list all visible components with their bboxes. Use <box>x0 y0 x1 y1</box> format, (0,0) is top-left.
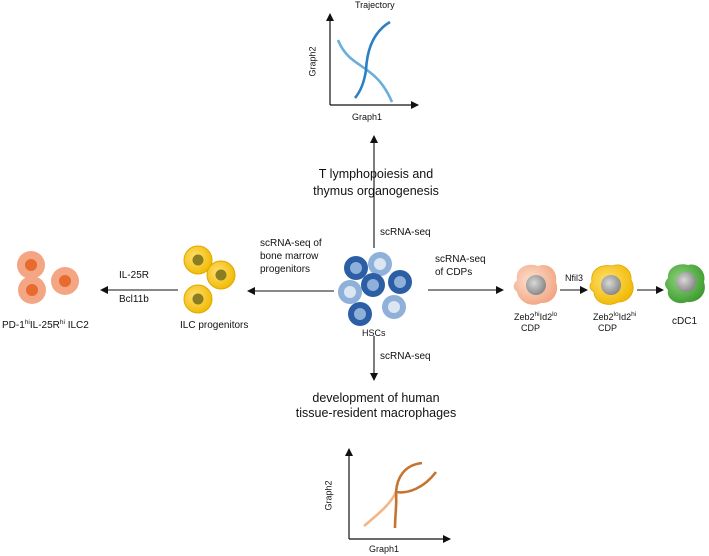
hsc-cell <box>361 273 385 297</box>
top-graph-xlabel: Graph1 <box>352 112 383 122</box>
ilc-progenitor-cell <box>183 245 213 275</box>
ilc2-label: PD-1hiIL-25Rhi ILC2 <box>2 319 89 331</box>
up-outcome-line2: thymus organogenesis <box>313 184 439 198</box>
ilc2-cell <box>18 276 46 304</box>
ilc-progenitors-label: ILC progenitors <box>180 320 249 331</box>
hsc-label: HSCs <box>362 328 386 338</box>
cdp-zeb2hi-cell <box>513 264 558 305</box>
hsc-cell <box>338 280 362 304</box>
ilc2-cell <box>17 251 45 279</box>
left-method-line2: bone marrow <box>260 251 319 262</box>
down-outcome-line2: tissue-resident macrophages <box>295 406 457 420</box>
hsc-cell <box>382 295 406 319</box>
cdp-zeb2lo-line2: CDP <box>598 323 618 333</box>
top-graph-title: Trajectory <box>355 0 395 10</box>
cdc1-cell <box>665 264 705 304</box>
marker-bcl11b: Bcl11b <box>119 294 149 305</box>
right-method-line2: of CDPs <box>435 267 473 278</box>
hsc-cell <box>368 252 392 276</box>
ilc-progenitor-cell <box>183 284 213 314</box>
marker-il25r: IL-25R <box>119 270 150 281</box>
ilc2-cell <box>51 267 79 295</box>
top-trajectory-graph <box>326 13 419 109</box>
hsc-cell <box>348 302 372 326</box>
bottom-curve-branch <box>395 471 438 494</box>
top-curve-dark <box>353 20 391 99</box>
cdc1-label: cDC1 <box>672 316 698 327</box>
up-method-label: scRNA-seq <box>380 227 431 238</box>
cdp-zeb2hi-line2: CDP <box>521 323 541 333</box>
bottom-curve-light <box>363 491 398 527</box>
top-graph-ylabel: Graph2 <box>307 46 318 77</box>
ilc-progenitor-cell <box>206 260 236 290</box>
right-method-line1: scRNA-seq <box>435 254 486 265</box>
hsc-cell <box>388 270 412 294</box>
left-method-line1: scRNA-seq of <box>260 238 322 249</box>
top-curve-light <box>336 39 394 103</box>
up-outcome-line1: T lymphopoiesis and <box>318 167 434 181</box>
cdp-zeb2lo-label: Zeb2loId2hi <box>593 311 637 322</box>
ilc2-cells <box>17 251 79 304</box>
left-method-line3: progenitors <box>260 264 311 275</box>
ilc-progenitor-cells <box>183 245 236 314</box>
down-method-label: scRNA-seq <box>380 351 431 362</box>
bottom-graph-xlabel: Graph1 <box>369 544 400 554</box>
cdp-zeb2hi-label: Zeb2hiId2lo <box>514 311 558 322</box>
hsc-cell <box>344 256 368 280</box>
bottom-curve-dark <box>393 461 423 529</box>
bottom-graph-ylabel: Graph2 <box>323 480 334 511</box>
bottom-trajectory-graph <box>345 448 451 543</box>
hsc-cluster <box>338 252 412 326</box>
cdp-zeb2lo-cell <box>589 264 634 305</box>
down-outcome-line1: development of human <box>312 391 440 405</box>
factor-nfil3: Nfil3 <box>565 273 584 283</box>
